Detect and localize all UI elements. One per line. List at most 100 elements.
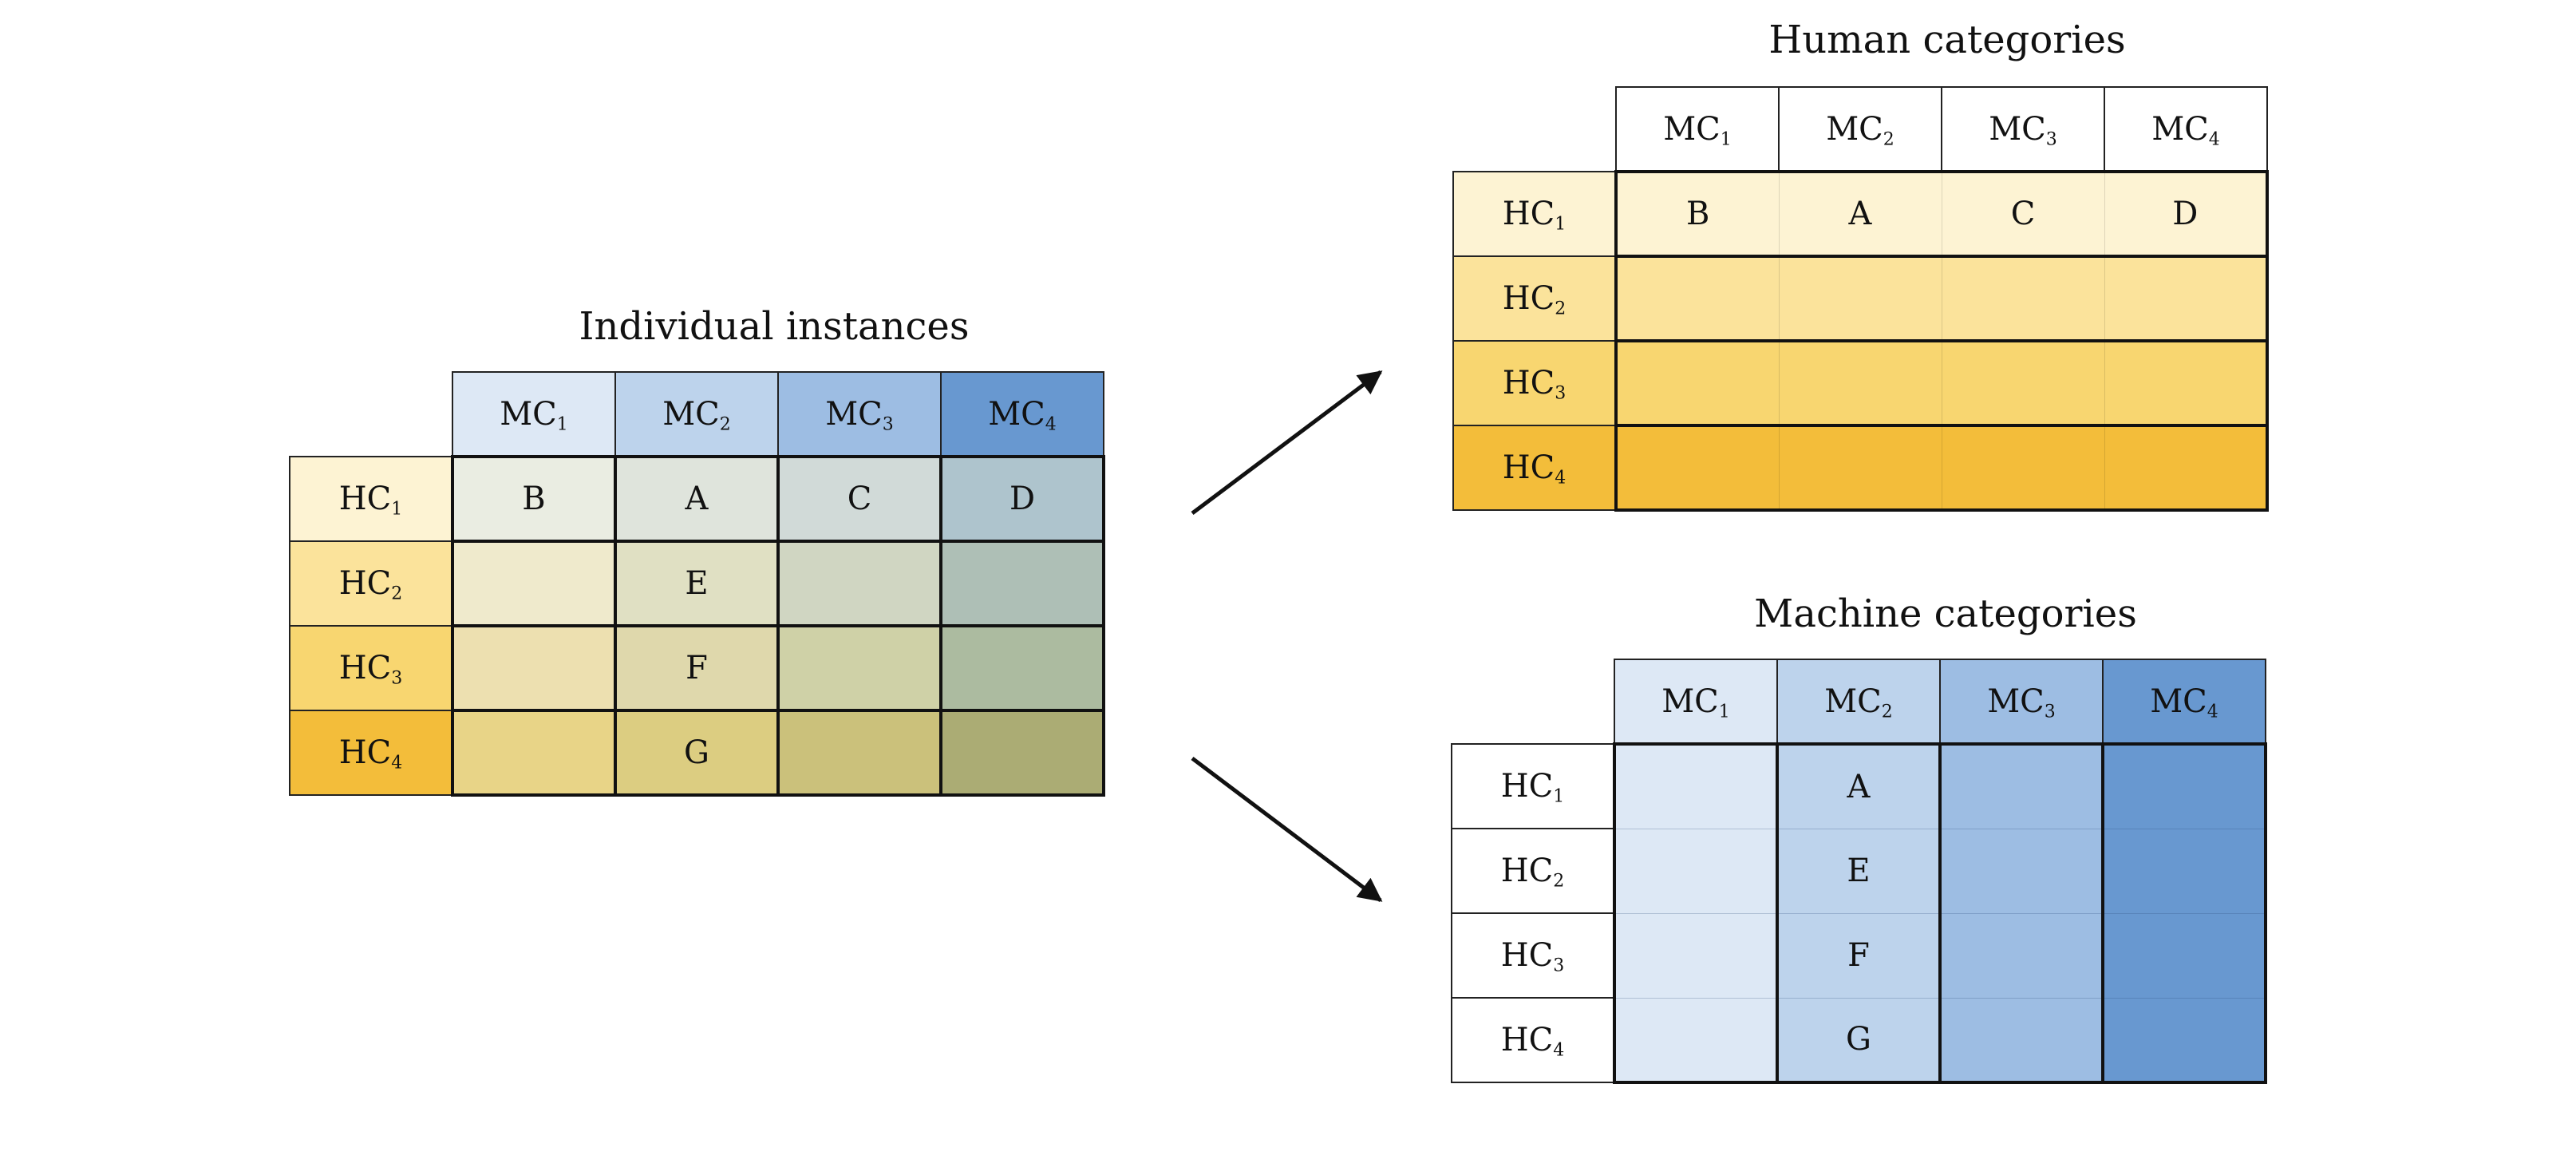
instances-col-header-base: MC — [988, 395, 1045, 433]
instances-row-header-hc2: HC2 — [289, 540, 453, 627]
human-title: Human categories — [1768, 18, 2126, 62]
human-cell: C — [1941, 170, 2105, 258]
machine-row-header-base: HC — [1500, 937, 1554, 974]
human-col-header-base: MC — [1663, 110, 1721, 148]
machine-row-header-base: HC — [1500, 853, 1554, 889]
human-cell — [2104, 255, 2269, 342]
machine-col-header-sub: 1 — [1718, 702, 1730, 722]
machine-cell: E — [1776, 828, 1942, 914]
instances-row-header-hc4: HC4 — [289, 710, 453, 796]
instances-row-header-base: HC — [338, 565, 392, 602]
machine-col-header-mc4: MC4 — [2102, 659, 2266, 745]
human-cell — [1614, 339, 1780, 427]
machine-cell — [2101, 912, 2267, 999]
instances-cell — [776, 624, 942, 712]
human-row-header-sub: 3 — [1555, 383, 1567, 404]
human-row-header-sub: 2 — [1555, 299, 1567, 319]
arrow-to-human — [1191, 370, 1383, 515]
machine-row-header-base: HC — [1500, 768, 1554, 805]
machine-cell — [1938, 828, 2104, 914]
machine-cell — [1938, 742, 2104, 829]
machine-row-header-hc3: HC3 — [1451, 912, 1615, 999]
instances-cell: D — [939, 455, 1105, 543]
instances-cell — [451, 709, 617, 797]
machine-cell — [1613, 912, 1779, 999]
instances-col-header-mc3: MC3 — [777, 371, 942, 457]
instances-col-header-sub: 1 — [556, 414, 568, 435]
instances-cell — [451, 624, 617, 712]
instances-cell — [939, 709, 1105, 797]
human-cell — [1614, 255, 1780, 342]
human-row-header-sub: 1 — [1555, 214, 1567, 235]
instances-col-header-mc4: MC4 — [940, 371, 1104, 457]
machine-row-header-hc4: HC4 — [1451, 997, 1615, 1083]
machine-title: Machine categories — [1754, 591, 2137, 636]
instances-cell: C — [776, 455, 942, 543]
machine-col-header-mc2: MC2 — [1776, 659, 1941, 745]
human-row-header-hc3: HC3 — [1452, 340, 1617, 426]
instances-cell: E — [614, 540, 780, 627]
machine-col-header-base: MC — [1661, 682, 1719, 720]
human-cell: B — [1614, 170, 1780, 258]
instances-col-header-base: MC — [500, 395, 557, 433]
instances-cell — [939, 624, 1105, 712]
human-row-header-base: HC — [1502, 365, 1555, 402]
machine-col-header-sub: 3 — [2044, 702, 2056, 722]
human-row-header-hc4: HC4 — [1452, 425, 1617, 511]
instances-cell: F — [614, 624, 780, 712]
human-row-header-base: HC — [1502, 196, 1555, 232]
machine-cell — [1613, 742, 1779, 829]
machine-cell — [1613, 828, 1779, 914]
machine-cell — [2101, 997, 2267, 1084]
instances-col-header-base: MC — [825, 395, 883, 433]
instances-cell: A — [614, 455, 780, 543]
human-row-header-base: HC — [1502, 449, 1555, 486]
instances-cell — [776, 709, 942, 797]
human-cell — [1941, 424, 2105, 512]
human-col-header-mc3: MC3 — [1941, 86, 2105, 172]
human-cell — [1778, 255, 1942, 342]
instances-cell: G — [614, 709, 780, 797]
arrow-to-machine — [1191, 757, 1383, 902]
human-row-header-hc1: HC1 — [1452, 171, 1617, 257]
instances-row-header-base: HC — [338, 481, 392, 517]
instances-title: Individual instances — [579, 304, 970, 349]
human-cell: A — [1778, 170, 1942, 258]
human-col-header-base: MC — [1826, 110, 1883, 148]
machine-col-header-sub: 2 — [1881, 702, 1893, 722]
machine-row-header-sub: 3 — [1553, 955, 1565, 976]
machine-cell — [2101, 742, 2267, 829]
instances-row-header-sub: 4 — [391, 753, 403, 773]
machine-col-header-sub: 4 — [2207, 702, 2218, 722]
machine-col-header-base: MC — [1824, 682, 1882, 720]
machine-col-header-base: MC — [1987, 682, 2045, 720]
machine-cell: G — [1776, 997, 1942, 1084]
machine-col-header-mc1: MC1 — [1614, 659, 1778, 745]
machine-row-header-hc2: HC2 — [1451, 828, 1615, 914]
machine-row-header-sub: 4 — [1553, 1040, 1565, 1061]
machine-col-header-mc3: MC3 — [1939, 659, 2104, 745]
human-row-header-base: HC — [1502, 280, 1555, 317]
instances-col-header-sub: 4 — [1045, 414, 1057, 435]
human-row-header-sub: 4 — [1555, 468, 1567, 489]
instances-row-header-hc1: HC1 — [289, 456, 453, 542]
machine-row-header-sub: 2 — [1553, 871, 1565, 892]
machine-row-header-sub: 1 — [1553, 786, 1565, 807]
human-col-header-sub: 1 — [1720, 129, 1732, 150]
human-col-header-mc4: MC4 — [2104, 86, 2268, 172]
human-col-header-base: MC — [2151, 110, 2209, 148]
instances-col-header-mc1: MC1 — [452, 371, 616, 457]
human-row-header-hc2: HC2 — [1452, 255, 1617, 342]
machine-cell — [1938, 912, 2104, 999]
human-col-header-mc1: MC1 — [1615, 86, 1780, 172]
human-cell — [2104, 339, 2269, 427]
machine-col-header-base: MC — [2150, 682, 2207, 720]
machine-cell: F — [1776, 912, 1942, 999]
human-col-header-sub: 2 — [1883, 129, 1894, 150]
instances-row-header-hc3: HC3 — [289, 625, 453, 711]
human-cell — [2104, 424, 2269, 512]
instances-col-header-base: MC — [662, 395, 720, 433]
instances-row-header-sub: 3 — [391, 668, 403, 689]
